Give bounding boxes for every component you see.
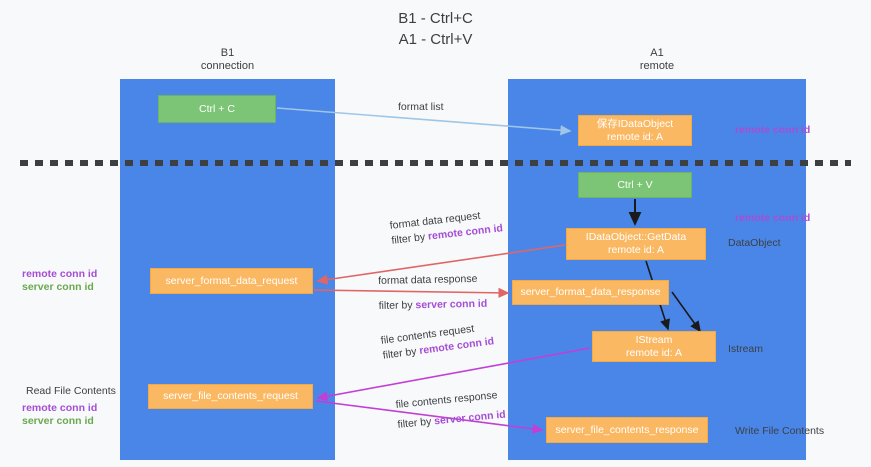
box-server-file-contents-response-label: server_file_contents_response — [555, 423, 699, 436]
annotation-left-mid-group: remote conn id server conn id — [22, 268, 97, 294]
box-ctrl-c-label: Ctrl + C — [199, 102, 235, 115]
box-server-format-data-request-label: server_format_data_request — [165, 274, 298, 287]
edge-label-file-contents-request-filter-prefix: filter by — [382, 345, 421, 362]
lane-header-a1-sub: remote — [639, 60, 675, 72]
edge-label-format-data-request-filter-prefix: filter by — [390, 230, 429, 247]
box-ctrl-v[interactable]: Ctrl + V — [578, 172, 692, 198]
edge-label-format-data-response: format data response filter by server co… — [378, 272, 487, 314]
annotation-left-low-group: remote conn id server conn id — [22, 402, 97, 428]
annotation-remote-conn-id-mid: remote conn id — [735, 212, 811, 224]
edge-label-file-contents-response-filter-prefix: filter by — [397, 415, 435, 431]
annotation-read-file-contents: Read File Contents — [26, 385, 116, 397]
box-istream-line1: IStream — [635, 333, 673, 346]
box-idataobject-line1: 保存IDataObject — [596, 117, 674, 130]
edge-label-format-data-request: format data request filter by remote con… — [389, 206, 504, 248]
box-server-format-data-request[interactable]: server_format_data_request — [150, 268, 313, 294]
box-server-file-contents-request-label: server_file_contents_request — [163, 390, 298, 402]
box-server-format-data-response[interactable]: server_format_data_response — [512, 280, 669, 305]
edge-label-file-contents-response-filter-key: server conn id — [433, 408, 507, 428]
box-getdata-line2: remote id: A — [607, 244, 665, 256]
annotation-left-low-remote: remote conn id — [22, 402, 98, 414]
annotation-istream: Istream — [728, 343, 764, 355]
annotation-left-low-server: server conn id — [22, 415, 94, 427]
phase-divider — [20, 160, 851, 166]
box-server-format-data-response-label: server_format_data_response — [520, 286, 661, 298]
box-server-file-contents-response[interactable]: server_file_contents_response — [546, 417, 708, 443]
edge-label-format-data-response-line1: format data response — [378, 272, 478, 287]
lane-header-b1-name: B1 — [220, 47, 235, 59]
box-istream[interactable]: IStream remote id: A — [592, 331, 716, 362]
lane-header-a1: A1 remote — [508, 47, 806, 73]
box-idataobject[interactable]: 保存IDataObject remote id: A — [578, 115, 692, 146]
edge-label-file-contents-request: file contents request filter by remote c… — [380, 319, 495, 363]
annotation-write-file-contents: Write File Contents — [735, 425, 825, 437]
diagram-title: B1 - Ctrl+C A1 - Ctrl+V — [398, 10, 473, 48]
box-ctrl-v-label: Ctrl + V — [617, 178, 653, 191]
box-getdata-line1: IDataObject::GetData — [585, 231, 687, 243]
lane-header-b1: B1 connection — [120, 47, 335, 73]
box-istream-line2: remote id: A — [625, 346, 683, 359]
box-idataobject-line2: remote id: A — [606, 130, 664, 143]
edge-label-format-data-response-filter-key: server conn id — [415, 297, 488, 312]
lane-header-a1-name: A1 — [650, 47, 664, 59]
box-idataobject-getdata[interactable]: IDataObject::GetData remote id: A — [566, 228, 706, 260]
lane-header-b1-sub: connection — [200, 60, 255, 72]
annotation-dataobject: DataObject — [728, 237, 781, 249]
annotation-remote-conn-id-top: remote conn id — [735, 124, 811, 136]
edge-label-format-data-response-filter: filter by server conn id — [379, 297, 488, 314]
edge-label-format-list: format list — [398, 101, 444, 113]
annotation-left-mid-remote: remote conn id — [22, 268, 98, 280]
box-server-file-contents-request[interactable]: server_file_contents_request — [148, 384, 313, 409]
edge-label-file-contents-response: file contents response filter by server … — [395, 388, 506, 433]
box-ctrl-c[interactable]: Ctrl + C — [158, 95, 276, 123]
annotation-left-mid-server: server conn id — [22, 281, 94, 293]
edge-label-format-data-response-filter-prefix: filter by — [378, 299, 416, 312]
